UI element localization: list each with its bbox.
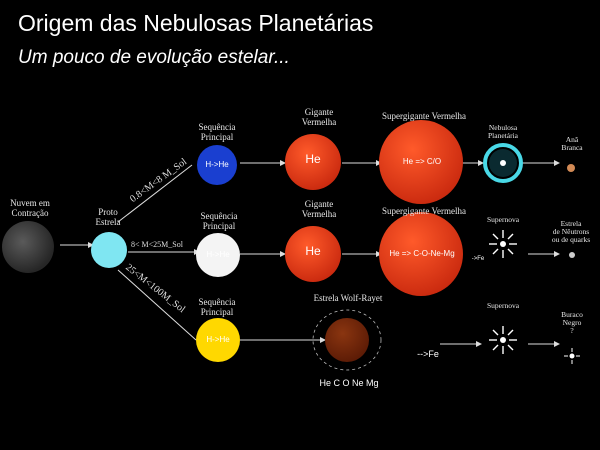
fusion-label-he-co: He => C/O	[402, 157, 442, 166]
main-sequence-label-3: Sequência Principal	[198, 297, 236, 317]
red-supergiant-1	[379, 120, 463, 204]
fusion-label-he-2: He	[305, 244, 321, 258]
neutron-star	[569, 252, 575, 258]
supernova-label-2: Supernova	[486, 301, 520, 310]
white-dwarf-label: Anã Branca	[561, 135, 583, 152]
mass-range-middle: 8< M<25M_Sol	[131, 240, 183, 249]
supernova-2	[489, 326, 517, 354]
fe-label: -->Fe	[417, 349, 439, 359]
wolf-rayet-elements: He C O Ne Mg	[319, 378, 379, 388]
protostar-label: Proto Estrela	[95, 207, 121, 227]
black-hole	[564, 348, 580, 364]
fusion-label-he-1: He	[305, 152, 321, 166]
red-supergiant-2	[379, 212, 463, 296]
red-giant-1	[285, 134, 341, 190]
main-sequence-star-2	[196, 233, 240, 277]
main-sequence-label-1: Sequência Principal	[198, 122, 236, 142]
contracting-cloud	[2, 221, 54, 273]
fusion-label-h-he-1: H->He	[205, 160, 229, 169]
main-sequence-star-3	[196, 318, 240, 362]
neutron-star-label: Estrela de Nêutrons ou de quarks	[551, 219, 591, 244]
planetary-nebula	[483, 143, 523, 183]
red-giant-label-2: Gigante Vermelha	[301, 199, 337, 219]
red-giant-2	[285, 226, 341, 282]
main-sequence-label-2: Sequência Principal	[200, 211, 238, 231]
red-supergiant-label-2: Supergigante Vermelha	[382, 206, 466, 216]
fe-label-small: ->Fe	[471, 256, 485, 262]
fusion-label-h-he-2: H->He	[206, 250, 230, 259]
red-giant-label-1: Gigante Vermelha	[301, 107, 337, 127]
fusion-label-he-cone: He => C-O-Ne-Mg	[389, 249, 455, 258]
black-hole-label: Buraco Negro ?	[561, 310, 583, 335]
wolf-rayet-star	[312, 309, 382, 371]
wolf-rayet-label: Estrela Wolf-Rayet	[313, 293, 383, 303]
evolution-arrows	[60, 160, 560, 347]
slide-subtitle: Um pouco de evolução estelar...	[18, 47, 290, 68]
supernova-1	[489, 230, 517, 258]
protostar	[91, 232, 127, 268]
fusion-label-h-he-3: H->He	[206, 335, 230, 344]
white-dwarf	[567, 164, 575, 172]
supernova-label-1: Supernova	[486, 215, 520, 224]
slide-title: Origem das Nebulosas Planetárias	[18, 10, 374, 36]
planetary-nebula-label: Nebulosa Planetária	[488, 123, 518, 140]
red-supergiant-label-1: Supergigante Vermelha	[382, 111, 466, 121]
main-sequence-star-1	[197, 145, 237, 185]
contracting-cloud-label: Nuvem em Contração	[10, 198, 50, 218]
